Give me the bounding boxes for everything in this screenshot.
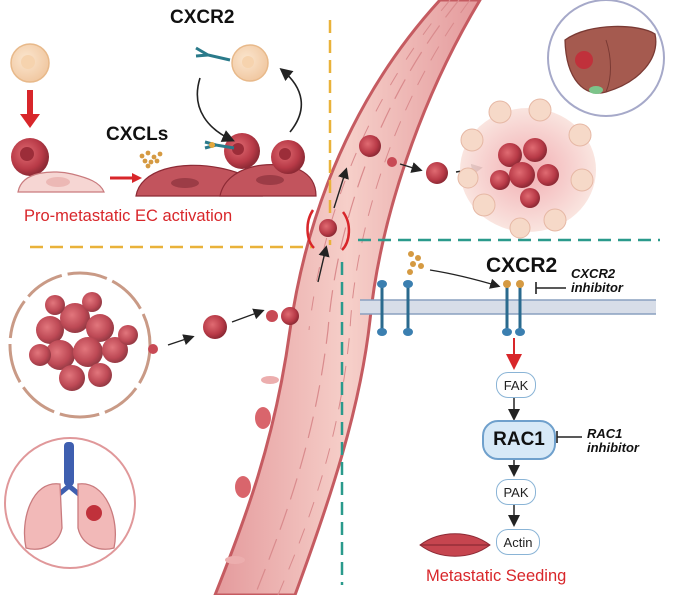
pak-node: PAK [496,479,536,505]
blood-vessel [213,0,482,595]
primary-tumor [8,271,299,419]
metastatic-nodule [457,98,596,239]
cxcr2-top-label: CXCR2 [170,7,235,28]
rac1-inhibitor-label: RAC1 inhibitor [587,426,639,455]
metastatic-seeding-label: Metastatic Seeding [426,567,567,585]
liver-inset [547,0,665,117]
rac1-node: RAC1 [482,420,556,460]
ec-activation-panel [10,43,317,197]
fak-node: FAK [496,372,536,398]
lung-inset [4,437,136,569]
signaling-panel [360,251,656,557]
cxcr2-inhibitor-label: CXCR2 inhibitor [571,266,623,295]
actin-node: Actin [496,529,540,555]
cxcls-label: CXCLs [106,124,169,145]
cxcr2-receptor-label: CXCR2 [486,254,558,277]
pro-metastatic-label: Pro-metastatic EC activation [24,207,233,225]
region-borders [30,20,660,585]
